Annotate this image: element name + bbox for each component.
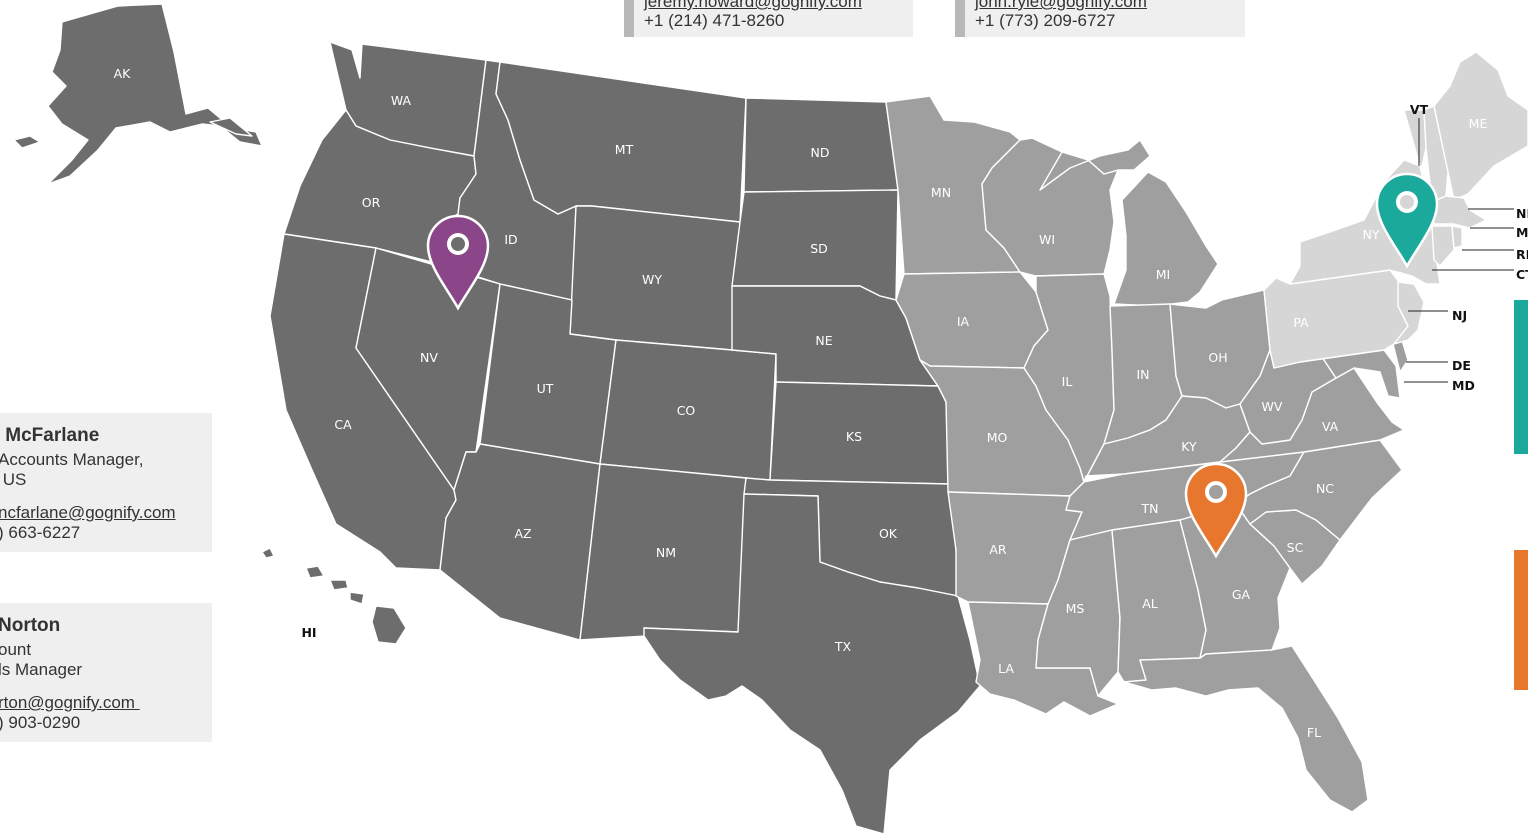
label-ms: MS xyxy=(1066,601,1085,616)
label-az: AZ xyxy=(514,526,531,541)
label-nj: NJ xyxy=(1452,308,1467,323)
label-nd: ND xyxy=(811,145,830,160)
label-ny: NY xyxy=(1363,227,1380,242)
label-ok: OK xyxy=(879,526,898,541)
contact-phone: +1 (773) 209-6727 xyxy=(975,11,1116,30)
state-ri[interactable] xyxy=(1451,225,1463,249)
contact-email[interactable]: jeremy.howard@gognify.com xyxy=(644,0,862,11)
contact-title-line1: Accounts Manager, xyxy=(0,450,144,469)
contact-phone: +1 (214) 471-8260 xyxy=(644,11,785,30)
label-ct: CT xyxy=(1516,267,1528,282)
state-tx[interactable] xyxy=(643,493,981,835)
label-al: AL xyxy=(1142,596,1158,611)
state-ia[interactable] xyxy=(895,271,1049,369)
label-md: MD xyxy=(1452,378,1475,393)
label-ky: KY xyxy=(1181,439,1197,454)
state-hi[interactable] xyxy=(261,547,407,645)
label-sc: SC xyxy=(1287,540,1304,555)
contact-title-line2: US xyxy=(0,470,27,489)
contact-card-left-1: McFarlane Accounts Manager, US ncfarlane… xyxy=(0,413,212,552)
contact-card-edge-orange xyxy=(1514,550,1528,690)
contact-email[interactable]: rton@gognify.com xyxy=(0,693,140,712)
label-wy: WY xyxy=(642,272,662,287)
label-tn: TN xyxy=(1141,501,1159,516)
label-mi: MI xyxy=(1156,267,1170,282)
label-hi: HI xyxy=(301,625,316,640)
label-mo: MO xyxy=(987,430,1008,445)
contact-name: McFarlane xyxy=(0,425,100,446)
label-ks: KS xyxy=(846,429,862,444)
state-md[interactable] xyxy=(1299,349,1401,399)
contact-email[interactable]: ncfarlane@gognify.com xyxy=(0,503,176,522)
state-vt[interactable] xyxy=(1403,109,1427,167)
label-tx: TX xyxy=(834,639,852,654)
state-mt[interactable] xyxy=(495,61,747,223)
label-ga: GA xyxy=(1232,587,1251,602)
contact-title-line1: ount xyxy=(0,640,32,659)
label-co: CO xyxy=(677,403,696,418)
label-vt: VT xyxy=(1410,102,1429,117)
contact-phone: ) 663-6227 xyxy=(0,523,81,542)
state-ct[interactable] xyxy=(1431,225,1455,267)
label-ut: UT xyxy=(537,381,554,396)
small-state-callouts: VT NH MA RI CT NJ DE MD xyxy=(1404,102,1528,393)
contact-card-top-left: jeremy.howard@gognify.com +1 (214) 471-8… xyxy=(624,0,913,37)
label-or: OR xyxy=(362,195,381,210)
location-pin-orange[interactable] xyxy=(1184,462,1248,559)
state-nc[interactable] xyxy=(1235,439,1403,541)
label-ri: RI xyxy=(1516,247,1528,262)
label-va: VA xyxy=(1322,419,1339,434)
state-ak[interactable] xyxy=(13,3,263,185)
label-il: IL xyxy=(1062,374,1073,389)
state-mi[interactable] xyxy=(1113,171,1219,307)
label-id: ID xyxy=(504,232,517,247)
label-wa: WA xyxy=(391,93,412,108)
state-az[interactable] xyxy=(439,443,601,641)
state-ma[interactable] xyxy=(1431,195,1487,229)
label-nm: NM xyxy=(656,545,676,560)
label-ma: MA xyxy=(1516,225,1528,240)
contact-phone: ) 903-0290 xyxy=(0,713,81,732)
contact-email[interactable]: john.ryle@gognify.com xyxy=(975,0,1147,11)
state-nj[interactable] xyxy=(1393,281,1425,345)
label-ne: NE xyxy=(815,333,832,348)
label-sd: SD xyxy=(810,241,828,256)
label-nh: NH xyxy=(1516,206,1528,221)
label-ia: IA xyxy=(957,314,970,329)
label-oh: OH xyxy=(1208,350,1227,365)
contact-card-left-2: Norton ount ls Manager rton@gognify.com … xyxy=(0,603,212,742)
label-nv: NV xyxy=(420,350,438,365)
label-mn: MN xyxy=(931,185,951,200)
state-fl[interactable] xyxy=(1123,645,1369,813)
label-la: LA xyxy=(998,661,1014,676)
label-de: DE xyxy=(1452,358,1471,373)
label-wv: WV xyxy=(1262,399,1283,414)
label-mt: MT xyxy=(615,142,634,157)
contact-card-edge-teal xyxy=(1514,300,1528,454)
label-me: ME xyxy=(1469,116,1488,131)
label-fl: FL xyxy=(1307,725,1321,740)
label-ak: AK xyxy=(114,66,132,81)
contact-name: Norton xyxy=(0,615,61,636)
contact-card-top-right: john.ryle@gognify.com +1 (773) 209-6727 xyxy=(955,0,1245,37)
state-labels: AK HI WA OR CA ID NV MT WY UT AZ CO NM N… xyxy=(114,66,1488,740)
location-pin-teal[interactable] xyxy=(1375,172,1439,269)
label-nc: NC xyxy=(1316,481,1334,496)
location-pin-purple[interactable] xyxy=(426,214,490,311)
label-pa: PA xyxy=(1293,315,1309,330)
label-ca: CA xyxy=(334,417,352,432)
label-ar: AR xyxy=(989,542,1007,557)
label-wi: WI xyxy=(1039,232,1055,247)
label-in: IN xyxy=(1136,367,1149,382)
contact-title-line2: ls Manager xyxy=(0,660,83,679)
state-mi-upper xyxy=(1039,139,1151,191)
